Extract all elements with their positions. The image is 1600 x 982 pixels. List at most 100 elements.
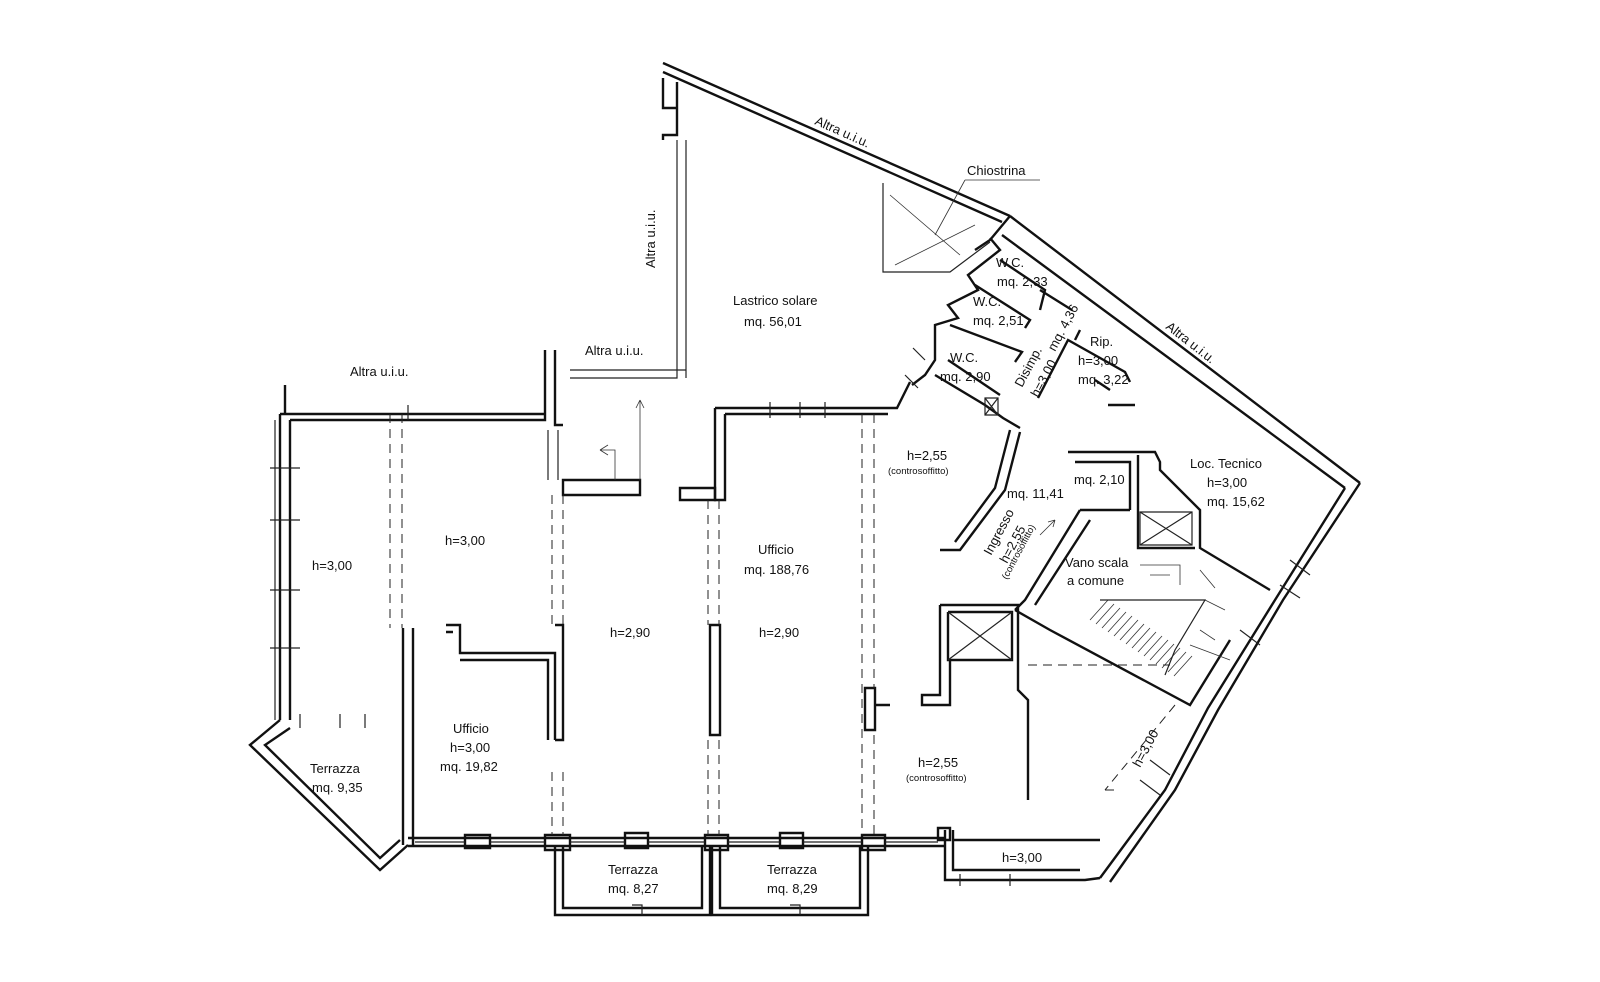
wall-inner-3 — [708, 623, 722, 737]
elevator-2 — [1139, 511, 1193, 546]
elevators — [947, 397, 1193, 661]
label-wc1-name: W.C. — [996, 255, 1024, 270]
label-terrazza-b1-area: mq. 8,27 — [608, 881, 659, 896]
stairs — [1089, 564, 1231, 677]
dashed-lines — [389, 414, 1176, 835]
label-ufficio-big-name: Ufficio — [758, 542, 794, 557]
wall-right-diagonal — [1001, 215, 1361, 489]
elevator-1-cross — [947, 611, 1013, 661]
window-ticks-north — [407, 402, 826, 420]
label-ufficio-small-name: Ufficio — [453, 721, 489, 736]
wall-south-right — [943, 830, 1101, 882]
chiostrina-cross — [889, 194, 976, 266]
dash-1 — [389, 414, 403, 628]
label-terrazza-l-name: Terrazza — [310, 761, 361, 776]
window-ticks-east — [1139, 559, 1311, 796]
window-ticks-west — [270, 420, 300, 720]
wall-south — [408, 836, 945, 848]
wall-office-small-west — [401, 628, 415, 845]
label-lastrico-name: Lastrico solare — [733, 293, 818, 308]
chiostrina-leader — [934, 179, 1040, 236]
label-rip-area: mq. 3,22 — [1078, 372, 1129, 387]
wall-rip — [1036, 338, 1135, 407]
wall-chiostrina — [974, 215, 1011, 251]
shaft-small — [984, 397, 999, 416]
label-loc-h: h=3,00 — [1207, 475, 1247, 490]
label-terrazza-b1-name: Terrazza — [608, 862, 659, 877]
label-h300-bottom: h=3,00 — [1002, 850, 1042, 865]
wall-office-north — [715, 381, 912, 416]
label-wc3-name: W.C. — [950, 350, 978, 365]
label-h300-diag: h=3,00 — [1129, 727, 1161, 769]
chiostrina-outline — [882, 183, 991, 273]
wall-ingresso — [940, 429, 1022, 552]
wall-stairs-box — [1014, 608, 1232, 707]
label-controsoffitto-bottom: (controsoffitto) — [906, 773, 967, 784]
wall-wc-cluster — [911, 237, 1047, 386]
label-terrazza-b2-area: mq. 8,29 — [767, 881, 818, 896]
dash-3 — [707, 500, 720, 625]
wall-left-west — [278, 414, 292, 720]
label-h290-b: h=2,90 — [759, 625, 799, 640]
label-h290-a: h=2,90 — [610, 625, 650, 640]
label-altra-mid: Altra u.i.u. — [585, 343, 644, 358]
stair-upper — [1140, 564, 1231, 661]
wall-columns — [463, 826, 952, 852]
wall-wc3 — [934, 359, 1021, 430]
wall-loc-tecnico — [1068, 450, 1271, 592]
wall-inner-4 — [863, 686, 890, 732]
wall-disimp-div — [1039, 288, 1082, 341]
windows — [270, 347, 1311, 886]
label-altra-vertical: Altra u.i.u. — [643, 209, 658, 268]
arrow-ingresso — [1039, 519, 1056, 536]
label-altra-left: Altra u.i.u. — [350, 364, 409, 379]
wall-top-diagonal — [662, 61, 1011, 224]
label-loc-area: mq. 15,62 — [1207, 494, 1265, 509]
dash-6 — [1028, 664, 1176, 791]
window-ticks-misc — [299, 347, 1011, 886]
chiostrina-shaft — [882, 179, 1040, 273]
label-controsoffitto-top: (controsoffitto) — [888, 466, 949, 477]
label-h255-top: h=2,55 — [907, 448, 947, 463]
wall-terrace-b2 — [710, 845, 870, 917]
wall-elevator-left — [920, 603, 1030, 800]
terrace-doors — [632, 904, 801, 915]
walls — [248, 61, 1362, 917]
label-rip-name: Rip. — [1090, 334, 1113, 349]
label-terrazza-b2-name: Terrazza — [767, 862, 818, 877]
label-small-area: mq. 2,10 — [1074, 472, 1125, 487]
dash-5 — [861, 414, 875, 835]
label-wc3-area: mq. 2,90 — [940, 369, 991, 384]
label-chiostrina: Chiostrina — [967, 163, 1026, 178]
label-vano-line1: Vano scala — [1065, 555, 1129, 570]
wall-left-north — [280, 350, 563, 427]
arrow-lastrico — [599, 399, 645, 480]
label-vano-line2: a comune — [1067, 573, 1124, 588]
dash-2 — [551, 495, 564, 625]
stair-steps — [1089, 599, 1193, 677]
label-rip-h: h=3,00 — [1078, 353, 1118, 368]
label-ufficio-big-area: mq. 188,76 — [744, 562, 809, 577]
wall-mid-stub2 — [678, 486, 717, 502]
lastrico-boundary — [570, 140, 687, 379]
label-wc2-name: W.C. — [973, 294, 1001, 309]
label-wc1-area: mq. 2,33 — [997, 274, 1048, 289]
label-h300-left: h=3,00 — [312, 558, 352, 573]
label-lastrico-area: mq. 56,01 — [744, 314, 802, 329]
wall-lastrico-left — [661, 78, 679, 140]
label-ingresso-area: mq. 11,41 — [1007, 486, 1064, 501]
wall-terrace-left — [248, 719, 409, 872]
wall-terrace-b1 — [553, 845, 712, 917]
stair-landing — [1100, 599, 1207, 676]
wall-inner-2 — [555, 623, 565, 742]
label-ufficio-small-area: mq. 19,82 — [440, 759, 498, 774]
wall-inner-1 — [446, 623, 557, 740]
label-h300-mid: h=3,00 — [445, 533, 485, 548]
wall-mid-stub — [561, 478, 642, 497]
label-loc-name: Loc. Tecnico — [1190, 456, 1262, 471]
wall-far-right — [1099, 482, 1362, 883]
labels: Altra u.i.u. Altra u.i.u. Altra u.i.u. A… — [310, 113, 1265, 896]
dash-4 — [551, 740, 720, 835]
label-h255-bottom: h=2,55 — [918, 755, 958, 770]
